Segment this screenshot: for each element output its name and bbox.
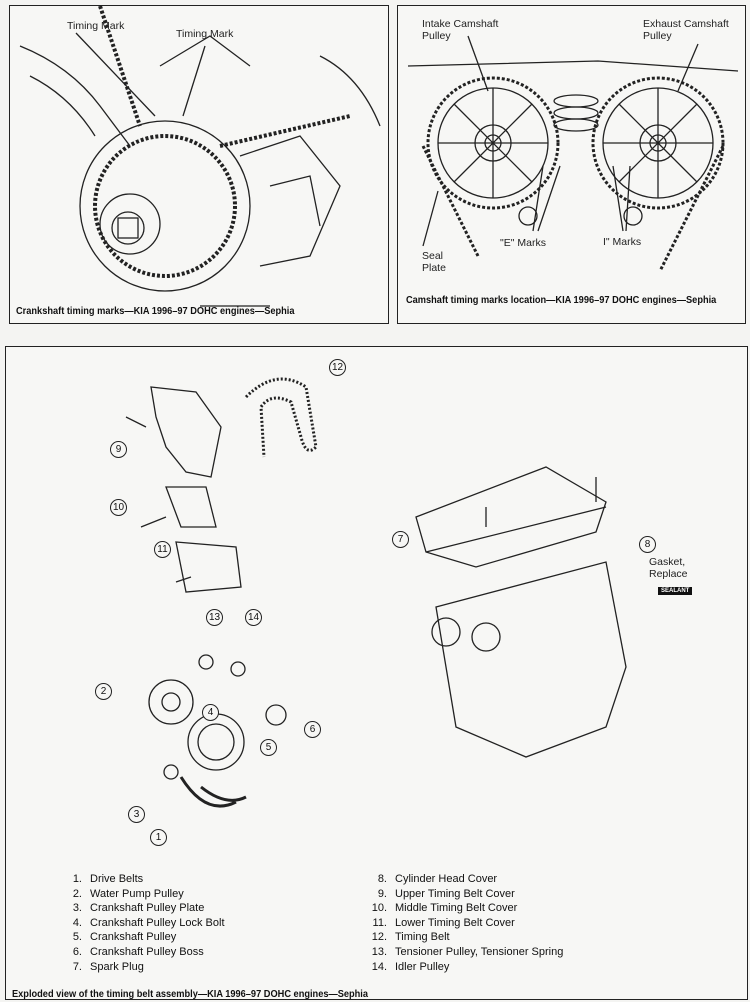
seal-plate-label: Seal Plate <box>422 250 446 274</box>
callout-9: 9 <box>110 441 127 458</box>
exhaust-camshaft-pulley-label: Exhaust Camshaft Pulley <box>643 18 729 42</box>
exploded-drawing <box>125 377 627 808</box>
legend-item: 10.Middle Timing Belt Cover <box>371 902 518 915</box>
intake-camshaft-pulley-label: Intake Camshaft Pulley <box>422 18 499 42</box>
legend-item: 5.Crankshaft Pulley <box>72 931 177 944</box>
legend-item: 8.Cylinder Head Cover <box>377 873 498 885</box>
callout-6: 6 <box>304 721 321 738</box>
legend-item: 7.Spark Plug <box>72 960 144 973</box>
legend-item: 2.Water Pump Pulley <box>72 887 184 900</box>
legend-item: 9.Upper Timing Belt Cover <box>377 887 515 900</box>
parts-legend-right: 8.Cylinder Head Cover 9.Upper Timing Bel… <box>365 872 564 974</box>
crankshaft-caption: Crankshaft timing marks—KIA 1996–97 DOHC… <box>16 305 295 317</box>
legend-item: 6.Crankshaft Pulley Boss <box>72 945 204 958</box>
legend-item: 12.Timing Belt <box>371 931 450 944</box>
legend-item: 3.Crankshaft Pulley Plate <box>72 902 205 915</box>
callout-1: 1 <box>150 829 167 846</box>
legend-item: 13.Tensioner Pulley, Tensioner Spring <box>371 945 564 958</box>
exploded-view-figure: 12 9 10 11 13 14 2 4 6 5 3 1 7 8 Gasket,… <box>5 346 748 1000</box>
exploded-caption: Exploded view of the timing belt assembl… <box>12 988 369 1000</box>
legend-item: 11.Lower Timing Belt Cover <box>372 916 515 929</box>
legend-item: 4.Crankshaft Pulley Lock Bolt <box>72 916 225 929</box>
callout-4: 4 <box>202 704 219 721</box>
camshaft-caption: Camshaft timing marks location—KIA 1996–… <box>406 294 717 306</box>
callout-10: 10 <box>110 499 127 516</box>
camshaft-drawing <box>407 35 739 272</box>
callout-13: 13 <box>206 609 223 626</box>
callout-5: 5 <box>260 739 277 756</box>
timing-mark-label-right: Timing Mark <box>176 28 234 40</box>
i-marks-label: I" Marks <box>603 236 642 248</box>
callout-11: 11 <box>154 541 171 558</box>
callout-12: 12 <box>329 359 346 376</box>
gasket-label: Gasket, Replace <box>649 556 688 580</box>
camshaft-figure: Intake Camshaft Pulley Exhaust Camshaft … <box>397 5 746 324</box>
callout-7: 7 <box>392 531 409 548</box>
callout-3: 3 <box>128 806 145 823</box>
parts-legend-left: 1.Drive Belts 2.Water Pump Pulley 3.Cran… <box>60 872 225 974</box>
crankshaft-drawing <box>19 6 381 307</box>
sealant-badge: SEALANT <box>658 587 693 595</box>
callout-14: 14 <box>245 609 262 626</box>
callout-2: 2 <box>95 683 112 700</box>
e-marks-label: "E" Marks <box>500 237 546 249</box>
legend-item: 14.Idler Pulley <box>371 960 450 973</box>
callout-8: 8 <box>639 536 656 553</box>
legend-item: 1.Drive Belts <box>72 873 144 885</box>
crankshaft-figure: Timing Mark Timing Mark Crankshaft timin… <box>9 5 389 324</box>
timing-mark-label-left: Timing Mark <box>67 20 125 32</box>
